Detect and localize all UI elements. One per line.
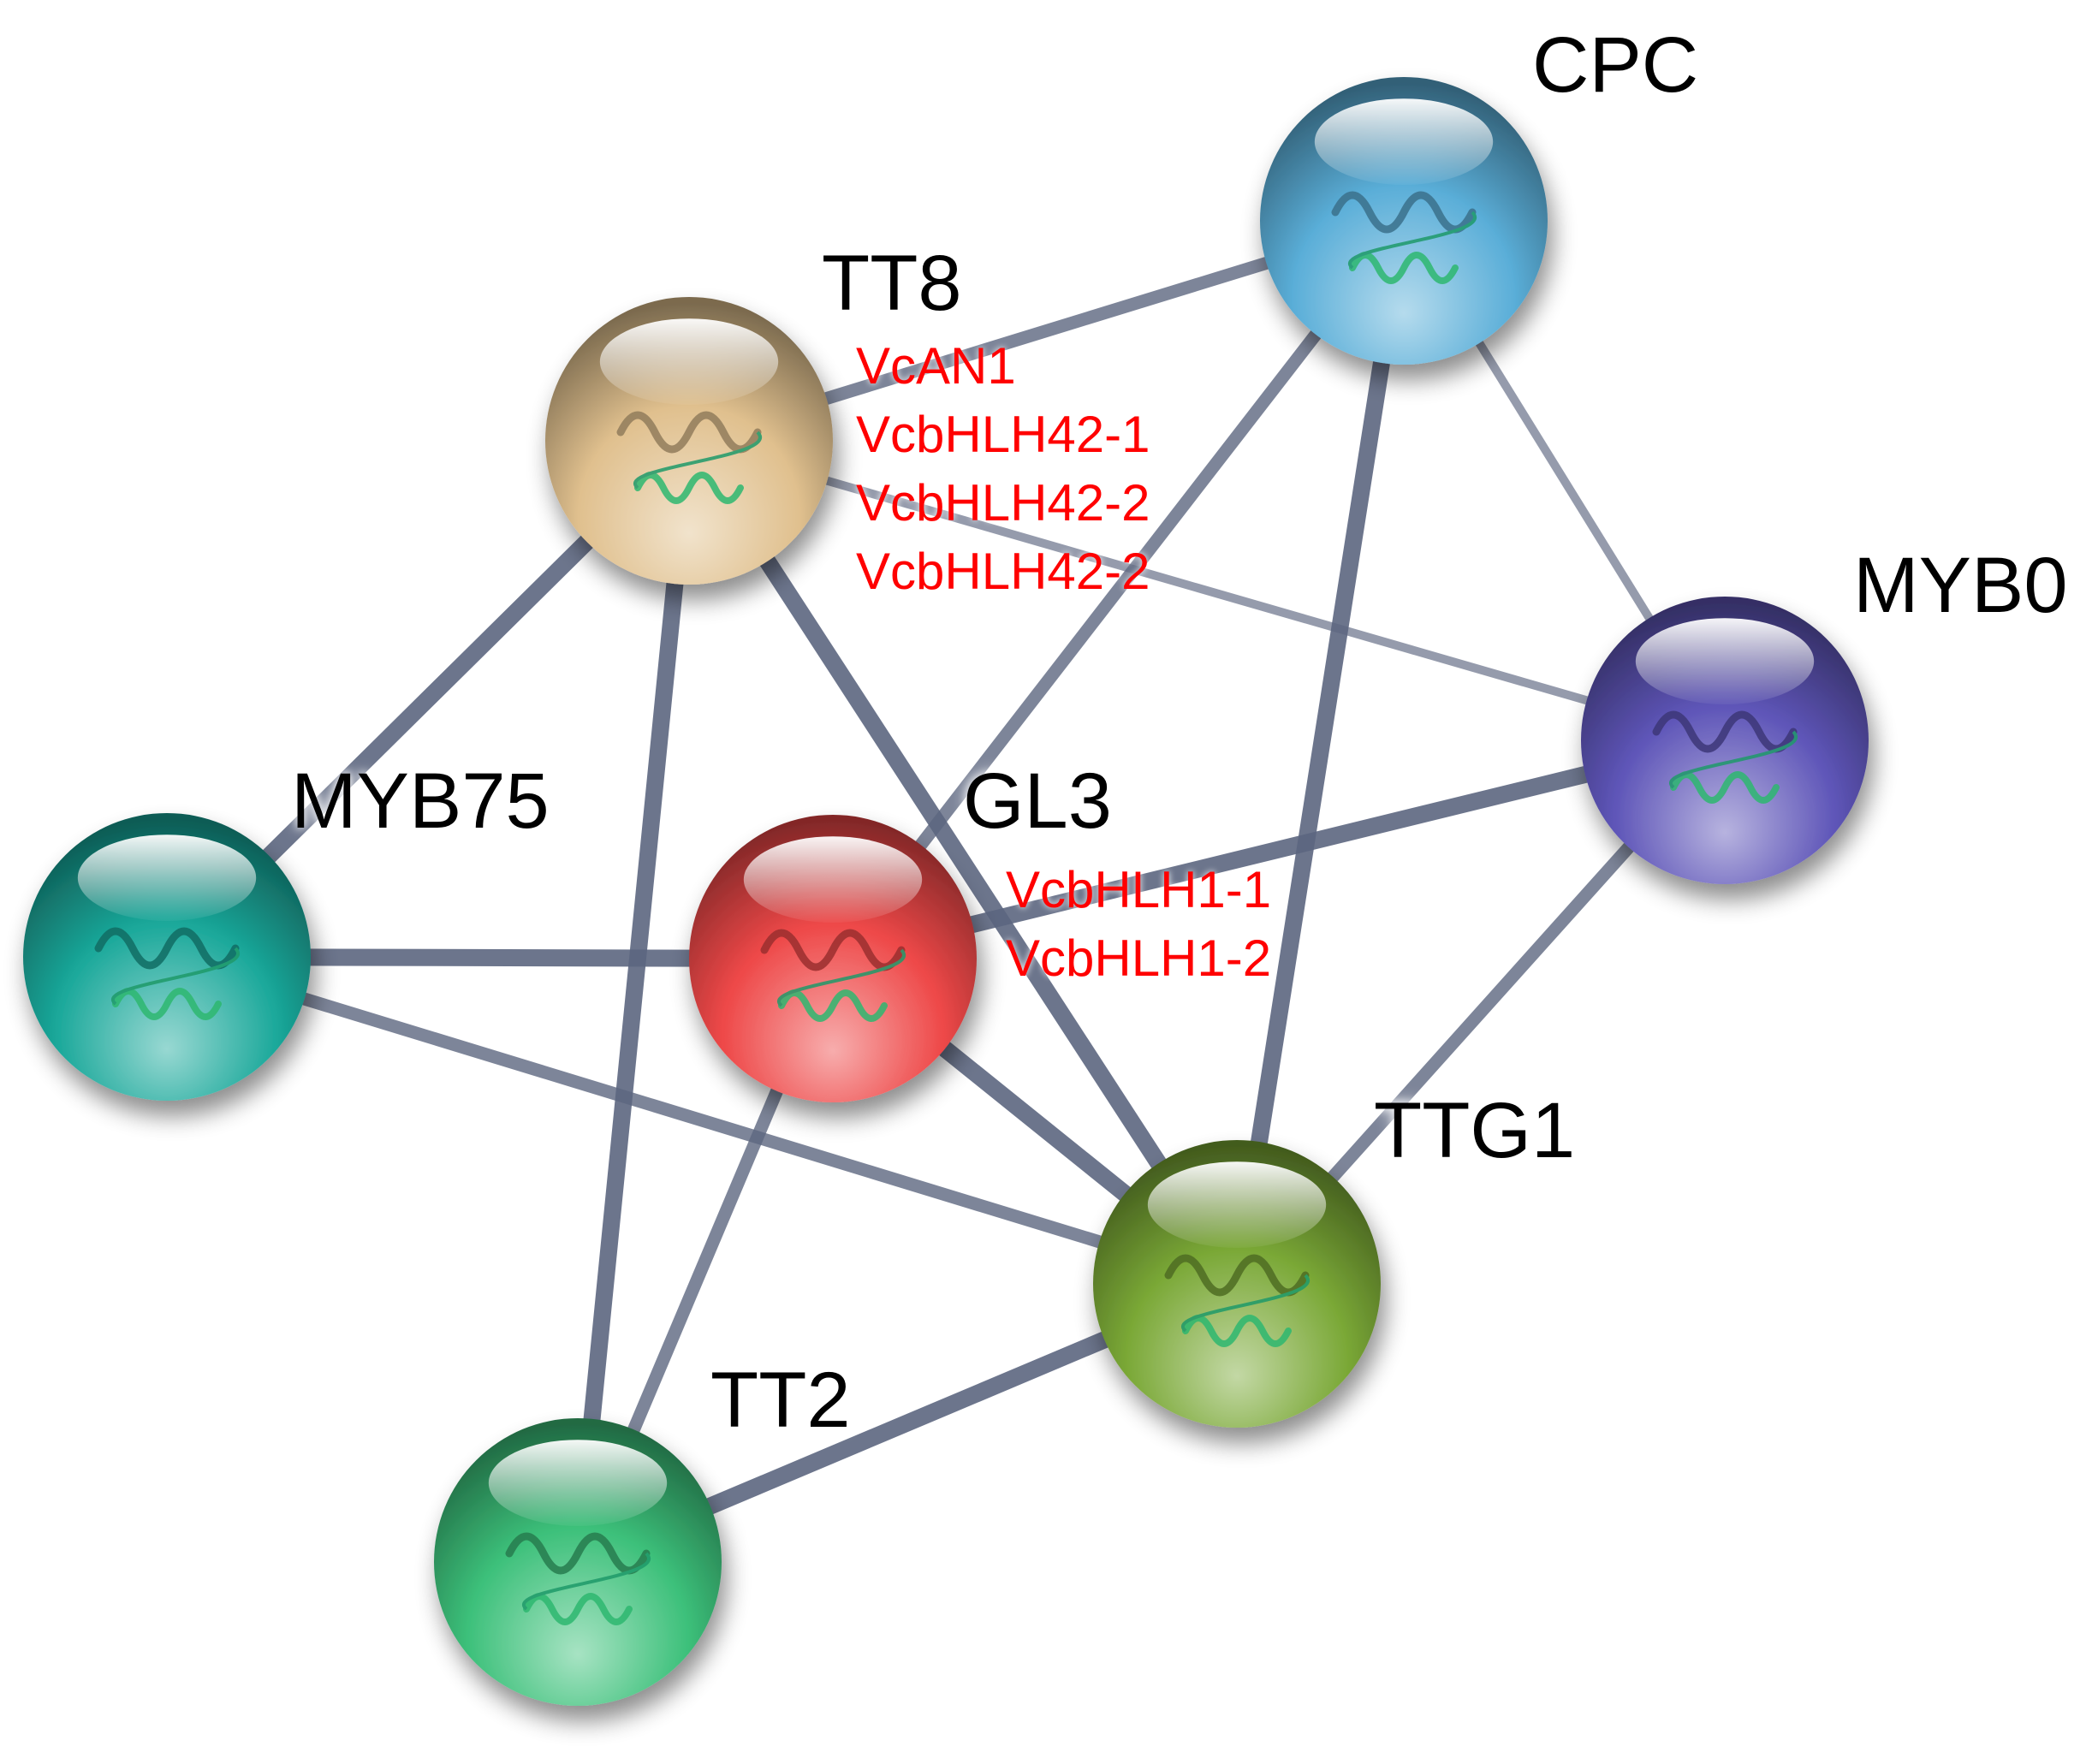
edge-cpc-gl3 — [828, 217, 1409, 963]
gl3-gene-list: VcbHLH1-1 VcbHLH1-2 — [1006, 856, 1271, 993]
edge-tt8-ttg1 — [681, 436, 1245, 1289]
node-cpc[interactable] — [1260, 77, 1548, 365]
tt8-gene-list: VcAN1 VcbHLH42-1 VcbHLH42-2 VcbHLH42-2 — [856, 332, 1150, 606]
node-label-tt2: TT2 — [710, 1357, 851, 1444]
node-gl3[interactable] — [689, 815, 977, 1102]
node-label-myb0: MYB0 — [1853, 542, 2068, 629]
node-highlight — [488, 1440, 668, 1526]
protein-structure-icon — [1331, 191, 1477, 284]
node-highlight — [1635, 618, 1815, 704]
node-highlight — [77, 834, 257, 921]
gene-label: VcbHLH1-1 — [1006, 861, 1272, 918]
gene-label: VcbHLH1-2 — [1006, 930, 1272, 987]
node-label-tt8: TT8 — [822, 240, 962, 327]
node-highlight — [1314, 98, 1494, 185]
node-myb75[interactable] — [23, 813, 311, 1101]
protein-structure-icon — [616, 411, 763, 504]
protein-structure-icon — [760, 929, 906, 1022]
node-highlight — [1147, 1161, 1327, 1248]
edge-tt8-tt2 — [569, 440, 698, 1563]
gene-label: VcbHLH42-2 — [856, 543, 1150, 600]
node-myb0[interactable] — [1581, 597, 1869, 884]
nodes-layer — [23, 77, 1869, 1706]
edge-myb75-ttg1 — [164, 950, 1239, 1291]
node-label-cpc: CPC — [1532, 21, 1699, 109]
protein-structure-icon — [94, 927, 241, 1020]
node-label-myb75: MYB75 — [291, 757, 550, 845]
edge-cpc-ttg1 — [1228, 219, 1412, 1286]
edge-tt8-myb0 — [687, 437, 1727, 745]
protein-structure-icon — [505, 1532, 651, 1625]
node-tt8[interactable] — [545, 297, 833, 585]
gene-label: VcAN1 — [856, 337, 1016, 395]
gene-label: VcbHLH42-1 — [856, 406, 1150, 463]
gene-label: VcbHLH42-2 — [856, 474, 1150, 532]
protein-structure-icon — [1652, 710, 1798, 804]
node-label-gl3: GL3 — [963, 757, 1112, 845]
node-ttg1[interactable] — [1093, 1140, 1381, 1428]
node-label-ttg1: TTG1 — [1374, 1087, 1576, 1174]
protein-structure-icon — [1164, 1254, 1311, 1347]
edge-gl3-myb0 — [830, 732, 1727, 967]
node-highlight — [743, 836, 923, 923]
node-highlight — [599, 318, 779, 405]
node-tt2[interactable] — [434, 1418, 722, 1706]
